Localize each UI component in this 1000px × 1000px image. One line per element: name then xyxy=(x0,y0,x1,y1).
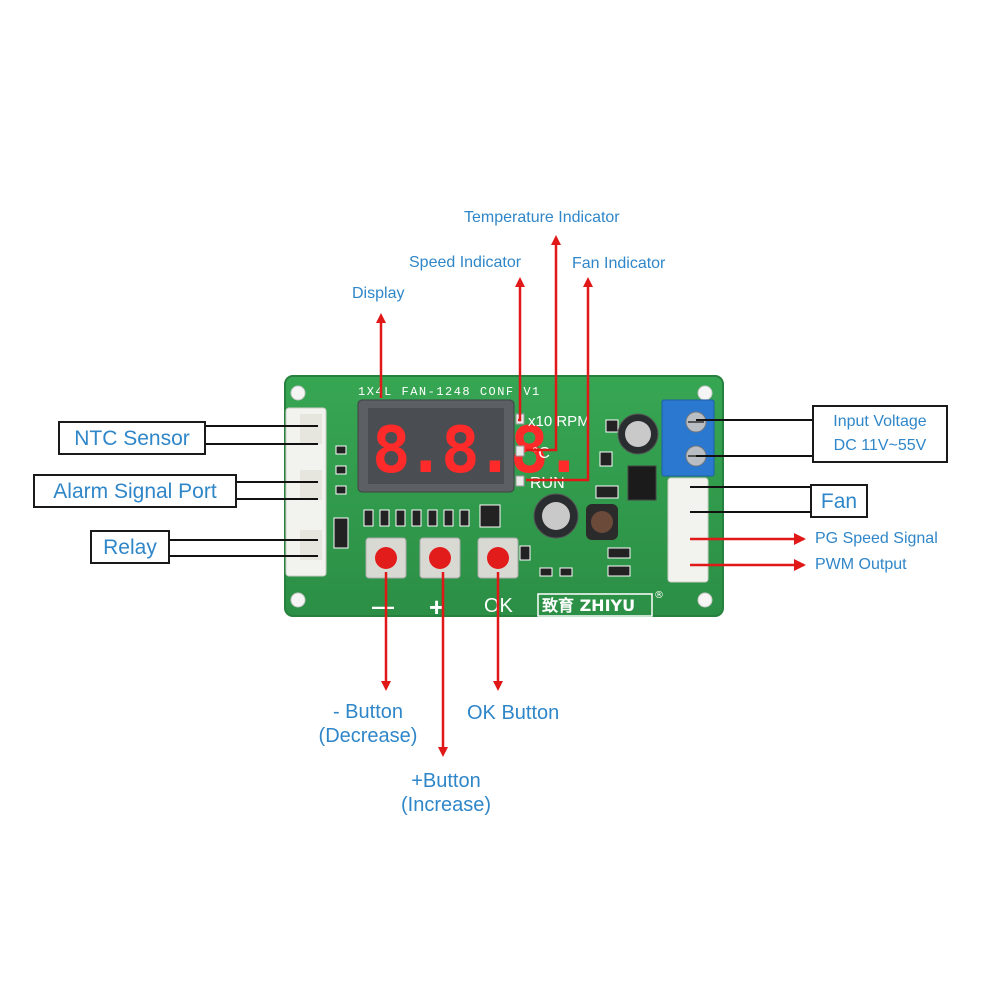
temp-indicator-text: °C xyxy=(532,445,550,462)
temperature-indicator-label: Temperature Indicator xyxy=(464,209,620,226)
plus-push-button[interactable] xyxy=(419,537,461,579)
minus-push-button[interactable] xyxy=(365,537,407,579)
seven-segment-display: 8.8.8. xyxy=(357,399,583,493)
alarm-signal-port-label: Alarm Signal Port xyxy=(33,474,237,508)
pg-speed-signal-label: PG Speed Signal xyxy=(815,530,938,547)
left-connector xyxy=(285,407,327,577)
terminal-block xyxy=(661,399,715,477)
pcb-board: 1X4L FAN-1248 CONF V1 8.8.8. x10 RPM °C … xyxy=(284,375,724,622)
ic-chip xyxy=(627,465,657,501)
brand-logo: 致育 ZHIYU xyxy=(542,596,635,615)
plus-mark: + xyxy=(429,592,444,622)
relay-label: Relay xyxy=(90,530,170,564)
smd-component-row xyxy=(333,419,631,577)
silkscreen-title: 1X4L FAN-1248 CONF V1 xyxy=(358,385,541,399)
minus-button-line1: - Button xyxy=(332,701,404,723)
display-label: Display xyxy=(352,285,405,302)
mounting-hole xyxy=(290,385,306,401)
plus-button-label: +Button (Increase) xyxy=(386,769,506,817)
minus-button-line2: (Decrease) xyxy=(318,725,418,747)
mounting-hole xyxy=(697,592,713,608)
inductor xyxy=(586,504,618,540)
input-voltage-line1: Input Voltage xyxy=(833,413,927,430)
input-voltage-line2: DC 11V~55V xyxy=(833,437,927,454)
fan-label: Fan xyxy=(810,484,868,518)
speed-indicator-label: Speed Indicator xyxy=(409,254,522,271)
registered-mark: ® xyxy=(654,590,664,601)
capacitor-large xyxy=(533,493,579,539)
capacitor-small xyxy=(617,413,659,455)
pwm-output-label: PWM Output xyxy=(815,556,907,573)
fan-connector xyxy=(667,477,709,583)
ok-button-label: OK Button xyxy=(467,702,560,724)
run-indicator-text: RUN xyxy=(530,475,565,492)
input-voltage-label: Input Voltage DC 11V~55V xyxy=(812,405,948,463)
mounting-hole xyxy=(697,385,713,401)
plus-button-line1: +Button xyxy=(411,770,481,792)
minus-mark: — xyxy=(372,594,394,619)
left-leader-lines xyxy=(170,425,318,557)
red-arrows xyxy=(376,235,806,757)
fan-indicator-label: Fan Indicator xyxy=(572,255,666,272)
minus-button-label: - Button (Decrease) xyxy=(306,700,430,748)
run-led xyxy=(515,475,525,487)
right-leader-lines xyxy=(690,419,812,513)
rpm-indicator-text: x10 RPM xyxy=(528,413,590,430)
ntc-sensor-label: NTC Sensor xyxy=(58,421,206,455)
temp-led xyxy=(515,445,525,457)
plus-button-line2: (Increase) xyxy=(400,794,492,816)
mounting-hole xyxy=(290,592,306,608)
